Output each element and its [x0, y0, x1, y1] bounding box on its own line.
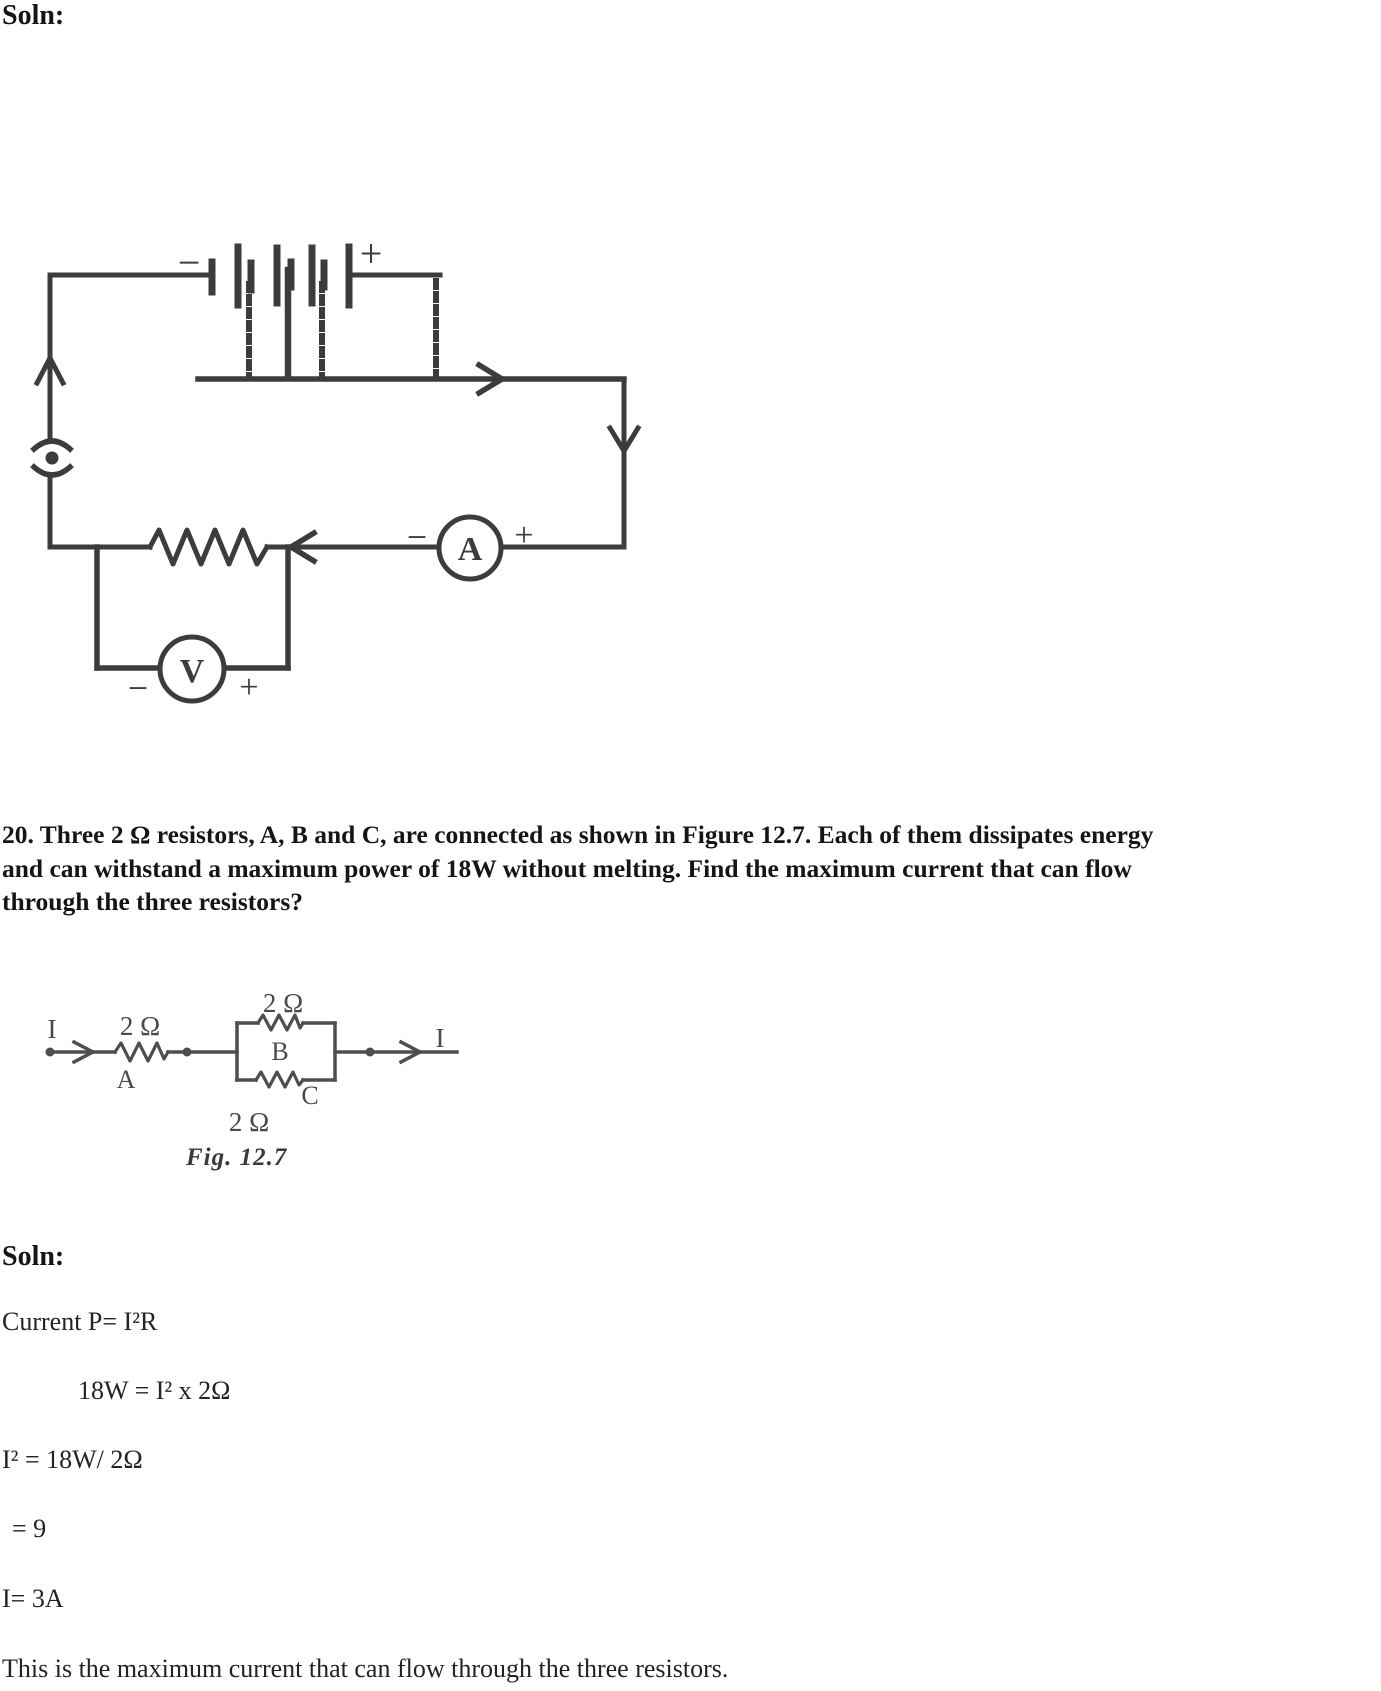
left-arrow-icon — [288, 529, 318, 565]
fig-resistor-c-label: C — [301, 1081, 318, 1110]
fig-resistor-b-label: B — [271, 1037, 288, 1066]
fig-resistor-c — [253, 1070, 306, 1089]
fig-resistor-b-value: 2 Ω — [263, 988, 303, 1018]
fig-current-in-label: I — [48, 1014, 57, 1044]
fig-resistor-a-label: A — [117, 1065, 136, 1094]
fig-arrow-in-icon — [71, 1039, 95, 1065]
battery-cells — [208, 243, 353, 309]
ammeter-letter: A — [458, 531, 483, 568]
figure-12-7-circuit: I 2 Ω A 2 Ω B C 2 Ω I — [45, 988, 459, 1137]
fig-junction-dot — [45, 1047, 55, 1057]
battery-drop-lines — [246, 266, 439, 382]
solution-heading: Soln: — [2, 1241, 65, 1272]
solution-line-isquared: I² = 18W/ 2Ω — [2, 1445, 143, 1474]
voltmeter-letter: V — [180, 653, 205, 690]
question-paragraph: 20. Three 2 Ω resistors, A, B and C, are… — [2, 818, 1153, 919]
solution-line-power-formula: Current P= I²R — [2, 1307, 158, 1336]
solution-heading-top: Soln: — [2, 0, 65, 31]
voltmeter-plus-label: + — [239, 669, 258, 706]
fig-junction-dot — [365, 1047, 375, 1057]
solution-line-equals-nine: = 9 — [12, 1514, 47, 1543]
voltmeter-circle — [157, 634, 227, 704]
fig-junction-dot — [182, 1047, 192, 1057]
solution-line-substitution: 18W = I² x 2Ω — [78, 1376, 231, 1405]
voltmeter-minus-label: − — [128, 668, 148, 708]
voltmeter-branch — [94, 544, 291, 704]
question-line: and can withstand a maximum power of 18W… — [2, 853, 1132, 883]
switch-symbol-icon — [30, 438, 74, 478]
fig-resistor-a-value: 2 Ω — [120, 1011, 160, 1041]
fig-resistor-c-value: 2 Ω — [229, 1107, 269, 1137]
solution-line-current-result: I= 3A — [2, 1584, 64, 1613]
fig-arrow-out-icon — [398, 1039, 422, 1065]
battery-plus-label: + — [360, 231, 383, 276]
resistor-zigzag — [146, 527, 271, 567]
up-arrow-icon — [33, 355, 67, 387]
question-line: 20. Three 2 Ω resistors, A, B and C, are… — [2, 820, 1154, 849]
solution-conclusion: This is the maximum current that can flo… — [2, 1654, 729, 1683]
ammeter-minus-label: − — [407, 517, 427, 557]
fig-parallel-box — [235, 1013, 337, 1089]
fig-resistor-a — [112, 1041, 171, 1063]
circuit-diagram-battery-ammeter-voltmeter: − + A − + V − + — [30, 231, 642, 708]
question-line: through the three resistors? — [2, 887, 304, 916]
battery-minus-label: − — [178, 240, 201, 285]
ammeter-plus-label: + — [514, 517, 533, 554]
down-arrow-icon — [606, 424, 642, 454]
figure-caption: Fig. 12.7 — [186, 1144, 288, 1171]
fig-resistor-b — [255, 1013, 306, 1032]
fig-current-out-label: I — [436, 1023, 445, 1053]
right-arrow-icon — [475, 361, 505, 397]
